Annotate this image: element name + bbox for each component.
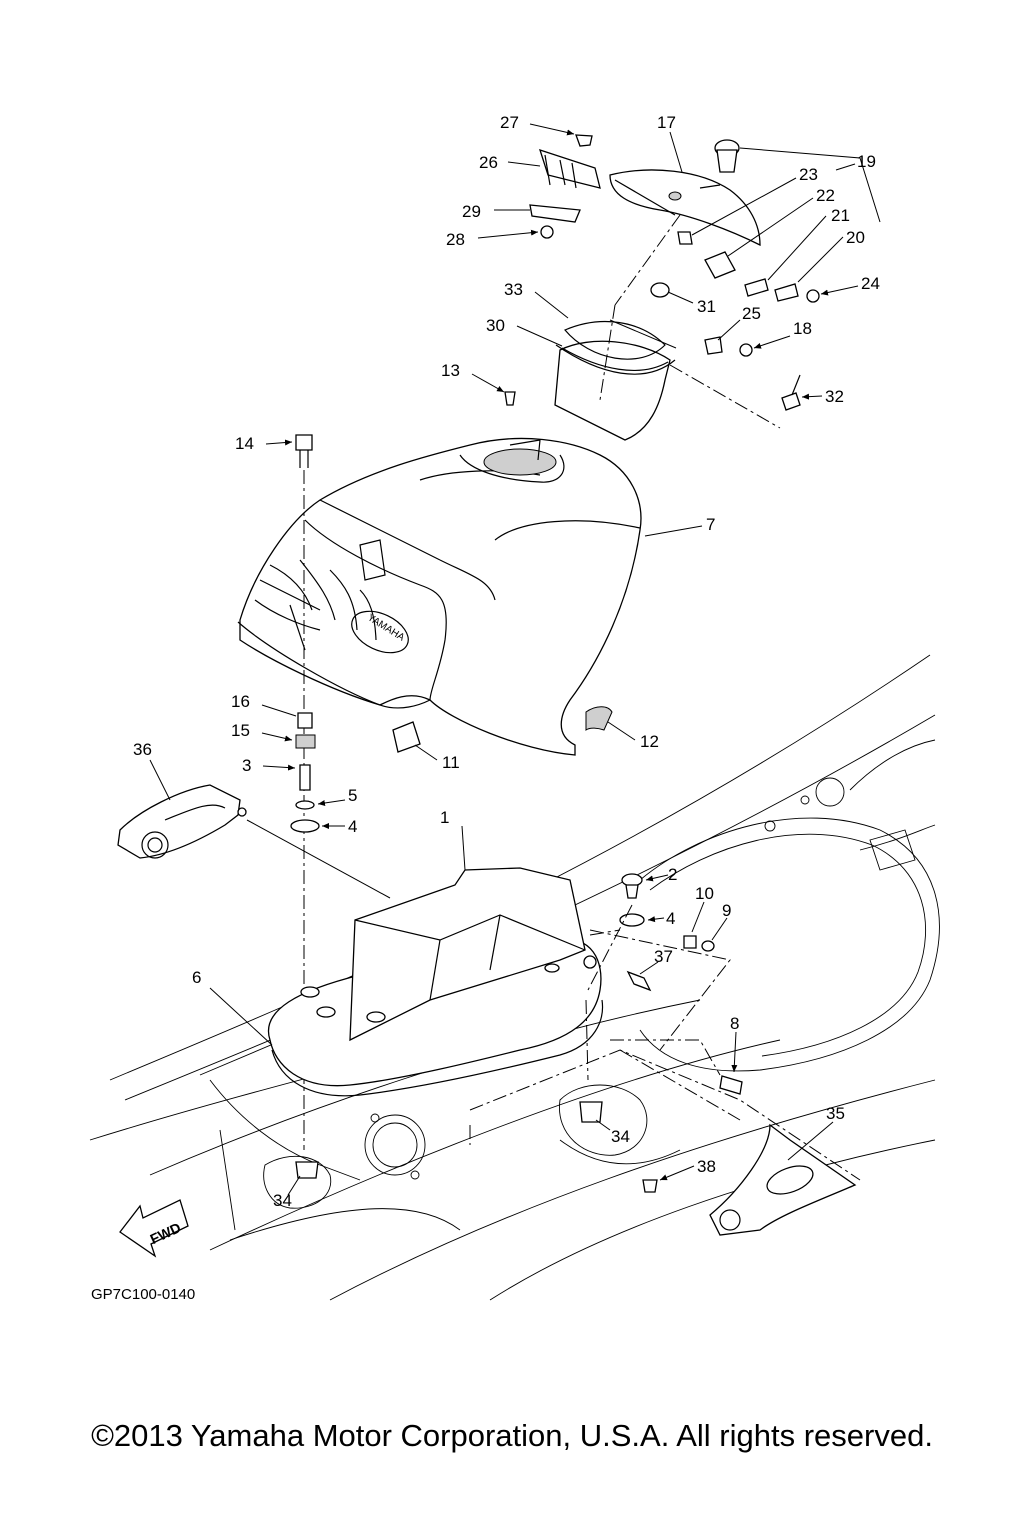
- part-latch-26: [529, 134, 601, 239]
- vent-cover-35: [642, 1123, 857, 1236]
- leader-26: [507, 161, 541, 167]
- leader-15: [261, 732, 293, 742]
- left-hardware-stack: [290, 434, 320, 1150]
- callout-18: 18: [793, 319, 812, 338]
- leader-5: [317, 799, 346, 806]
- callout-2: 2: [668, 865, 677, 884]
- callout-9: 9: [722, 901, 731, 920]
- fwd-arrow-icon: FWD: [119, 1199, 189, 1258]
- callout-7: 7: [706, 515, 715, 534]
- leader-12: [607, 721, 636, 741]
- leader-37: [639, 961, 659, 975]
- callout-35: 35: [826, 1104, 845, 1123]
- leader-10: [691, 901, 705, 933]
- callout-32: 32: [825, 387, 844, 406]
- callout-28: 28: [446, 230, 465, 249]
- callout-14: 14: [235, 434, 254, 453]
- leader-23: [691, 177, 797, 236]
- leader-16: [261, 704, 297, 717]
- callouts: 1 2 3 4 4 5 6 7 8 9 10 11 12 13 14 15 16: [133, 113, 880, 1210]
- leader-9: [711, 917, 728, 941]
- leader-33: [534, 291, 569, 319]
- callout-38: 38: [697, 1157, 716, 1176]
- leader-3: [262, 764, 296, 771]
- vent-cover-36: [117, 784, 247, 859]
- callout-15: 15: [231, 721, 250, 740]
- leader-36: [149, 759, 171, 801]
- copyright-notice: ©2013 Yamaha Motor Corporation, U.S.A. A…: [91, 1418, 933, 1453]
- leader-35: [787, 1121, 834, 1161]
- callout-34-left: 34: [273, 1191, 292, 1210]
- callout-37: 37: [654, 947, 673, 966]
- callout-33: 33: [504, 280, 523, 299]
- leader-34b: [595, 1119, 611, 1131]
- leader-2: [645, 874, 669, 882]
- hull-deck: [89, 654, 940, 1301]
- callout-11: 11: [442, 753, 460, 772]
- callout-12: 12: [640, 732, 659, 751]
- leader-31: [667, 291, 694, 304]
- callout-5: 5: [348, 786, 357, 805]
- leader-24: [820, 285, 859, 296]
- leader-11: [414, 744, 438, 761]
- part-box-1: [246, 819, 604, 1097]
- leader-32: [801, 393, 823, 400]
- part-cover-7: YAMAHA: [237, 437, 642, 756]
- callout-22: 22: [816, 186, 835, 205]
- callout-29: 29: [462, 202, 481, 221]
- leader-6: [209, 987, 273, 1046]
- leader-4b: [647, 916, 665, 923]
- callout-23: 23: [799, 165, 818, 184]
- leader-38: [659, 1165, 695, 1181]
- callout-25: 25: [742, 304, 761, 323]
- callout-4-right: 4: [666, 909, 675, 928]
- callout-10: 10: [695, 884, 714, 903]
- callout-4-left: 4: [348, 817, 357, 836]
- leader-8: [731, 1031, 738, 1073]
- callout-24: 24: [861, 274, 880, 293]
- drawing-code: GP7C100-0140: [91, 1286, 196, 1303]
- callout-30: 30: [486, 316, 505, 335]
- exploded-parts-diagram: YAMAHA: [89, 113, 940, 1301]
- leader-14: [265, 439, 293, 446]
- part-lid-17: [609, 169, 761, 247]
- grommets-34: [295, 1101, 603, 1179]
- small-hardware: [609, 139, 881, 429]
- right-hardware: [585, 873, 743, 1095]
- leader-7: [644, 525, 703, 537]
- callout-19: 19: [857, 152, 876, 171]
- parts-11-12: [392, 391, 613, 753]
- leader-13: [471, 373, 505, 393]
- leader-1: [461, 825, 466, 871]
- callout-36: 36: [133, 740, 152, 759]
- callout-31: 31: [697, 297, 716, 316]
- callout-20: 20: [846, 228, 865, 247]
- leader-18: [753, 335, 791, 349]
- callout-26: 26: [479, 153, 498, 172]
- leader-28: [477, 229, 539, 239]
- callout-1: 1: [440, 808, 449, 827]
- leader-25: [717, 319, 741, 341]
- leader-27: [529, 123, 575, 136]
- callout-21: 21: [831, 206, 850, 225]
- leader-30: [516, 325, 563, 347]
- callout-17: 17: [657, 113, 676, 132]
- leader-34a: [287, 1175, 301, 1196]
- leader-17: [669, 131, 683, 173]
- leader-22: [727, 197, 814, 257]
- callout-3: 3: [242, 756, 251, 775]
- callout-8: 8: [730, 1014, 739, 1033]
- leader-19: [835, 163, 856, 171]
- callout-34-right: 34: [611, 1127, 630, 1146]
- callout-27: 27: [500, 113, 519, 132]
- callout-16: 16: [231, 692, 250, 711]
- callout-6: 6: [192, 968, 201, 987]
- leader-20: [797, 236, 844, 283]
- callout-13: 13: [441, 361, 460, 380]
- leader-21: [767, 215, 827, 281]
- part-box-30-33: [554, 304, 676, 441]
